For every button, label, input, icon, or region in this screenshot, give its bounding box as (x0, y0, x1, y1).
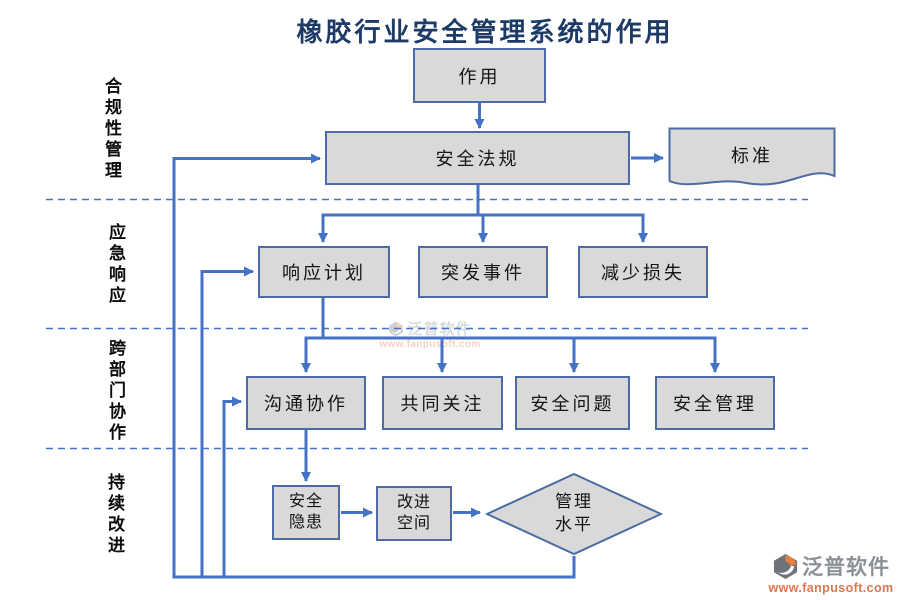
node-standards: 标准 (668, 127, 836, 191)
node-communication: 沟通协作 (246, 376, 366, 430)
node-standards-label: 标准 (731, 146, 773, 166)
lane-label-collaboration: 跨部门协作 (106, 339, 125, 444)
node-role: 作用 (413, 48, 546, 103)
node-improvement-space: 改进 空间 (376, 486, 452, 541)
lane-label-emergency: 应急响应 (106, 223, 125, 307)
connector-regulations-to-row2 (318, 185, 648, 243)
brand-name-text: 泛普软件 (802, 556, 890, 579)
watermark-brand-text: 泛普软件 (407, 321, 472, 338)
node-safety-regulations: 安全法规 (325, 131, 630, 185)
node-emergency-events: 突发事件 (418, 246, 548, 298)
fanpu-brand-logo: 泛普软件 www.fanpusoft.com (762, 551, 900, 595)
node-management-level-label: 管理 水平 (555, 492, 593, 534)
node-loss-reduction: 减少损失 (578, 246, 708, 298)
watermark-url-text: www.fanpusoft.com (379, 339, 481, 350)
lane-label-compliance: 合规性管理 (102, 77, 121, 182)
node-response-plan: 响应计划 (258, 246, 390, 298)
node-hidden-dangers: 安全 隐患 (272, 485, 340, 540)
feedback-loop-to-regulations (172, 153, 576, 579)
lane-label-improvement: 持续改进 (105, 473, 124, 557)
feedback-loop-to-communication (222, 396, 242, 578)
fanpu-logo-icon (773, 553, 798, 579)
node-safety-management: 安全管理 (655, 376, 775, 430)
connector-responseplan-to-row3 (301, 298, 720, 373)
diamond-shape (485, 472, 663, 556)
document-shape (668, 127, 836, 186)
node-common-focus: 共同关注 (382, 376, 503, 430)
node-safety-issues: 安全问题 (515, 376, 630, 430)
center-watermark: 泛普软件 www.fanpusoft.com (350, 318, 510, 350)
brand-url-text: www.fanpusoft.com (768, 581, 894, 595)
diagram-title: 橡胶行业安全管理系统的作用 (296, 18, 674, 47)
feedback-loop-to-responseplan (200, 266, 254, 578)
node-management-level: 管理 水平 (485, 472, 663, 556)
